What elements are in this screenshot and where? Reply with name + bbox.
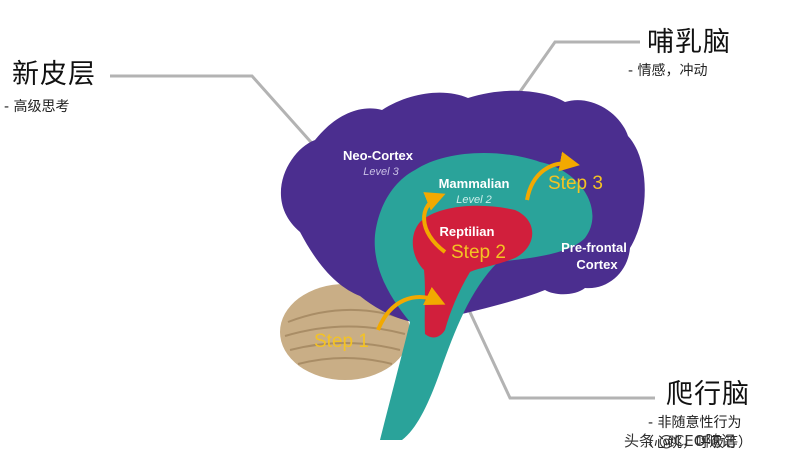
step1-arrow — [376, 286, 446, 331]
leader-line-reptilian — [453, 279, 655, 400]
mammalian-subtitle: - 情感，冲动 — [628, 63, 708, 79]
prefrontal-label-line1: Pre-frontal — [561, 240, 627, 255]
neocortex-subtitle: - 高级思考 — [4, 99, 70, 115]
neo-cortex-level: Level 3 — [363, 166, 399, 178]
step1-label: Step 1 — [314, 331, 369, 352]
reptilian-subtitle-detail: （心跳，呼吸等） — [640, 435, 752, 451]
reptilian-subtitle: - 非随意性行为 — [648, 415, 742, 431]
step3-arrow — [525, 151, 580, 201]
step2-label: Step 2 — [451, 242, 506, 263]
watermark: 头条 @CEO随记 — [624, 432, 736, 450]
leader-line-neocortex — [110, 74, 320, 151]
prefrontal-label-line2: Cortex — [576, 257, 618, 272]
step3-label: Step 3 — [548, 173, 603, 194]
reptilian-label: Reptilian — [440, 224, 495, 239]
neo-cortex-label: Neo-Cortex — [343, 148, 414, 163]
step2-arrow — [422, 192, 447, 254]
mammalian-label: Mammalian — [439, 176, 510, 191]
mammalian-title: 哺乳脑 — [647, 27, 731, 58]
reptilian-title: 爬行脑 — [666, 379, 750, 410]
mammalian-level: Level 2 — [456, 194, 491, 206]
neocortex-title: 新皮层 — [12, 59, 96, 90]
